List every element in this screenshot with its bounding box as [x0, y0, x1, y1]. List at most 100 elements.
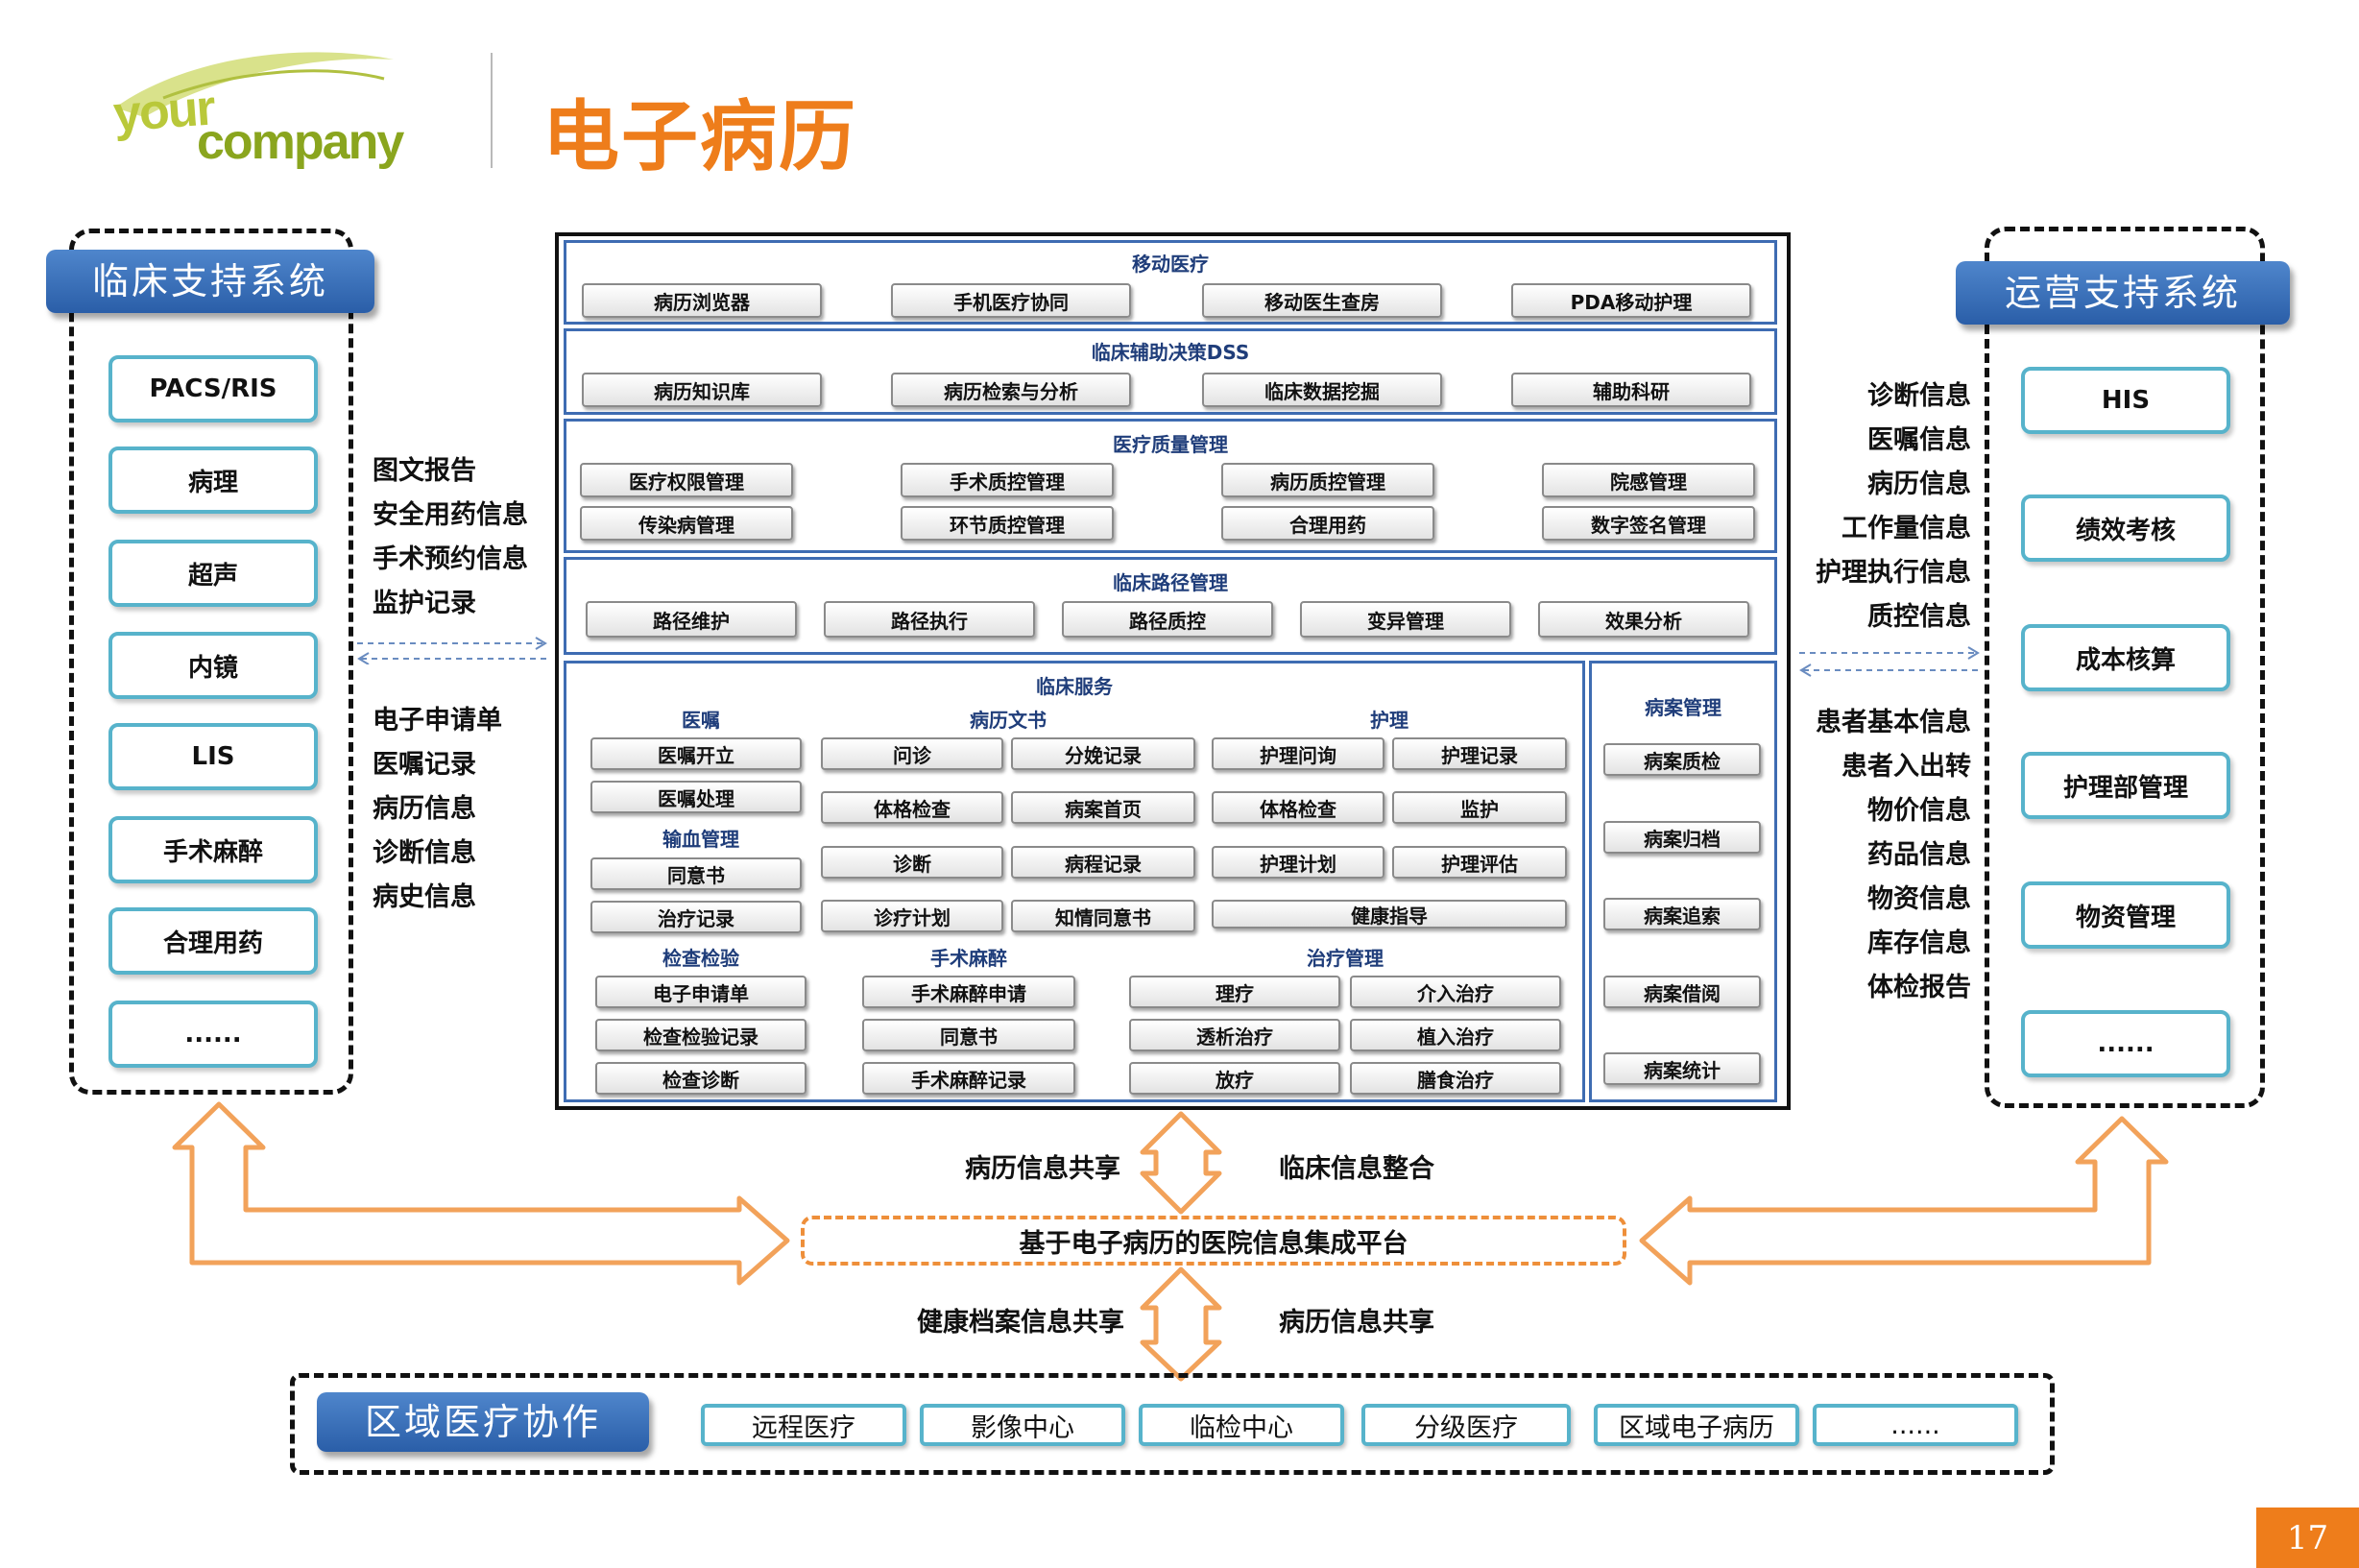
- right-item-his[interactable]: HIS: [2021, 367, 2230, 434]
- regional-collab-panel: [290, 1373, 2055, 1475]
- btn-front-page[interactable]: 病案首页: [1011, 791, 1195, 824]
- btn-interventional[interactable]: 介入治疗: [1350, 976, 1561, 1008]
- btn-treatment-record[interactable]: 治疗记录: [590, 901, 802, 933]
- btn-data-mining[interactable]: 临床数据挖掘: [1202, 373, 1442, 407]
- btn-exam-diagnosis[interactable]: 检查诊断: [595, 1062, 806, 1095]
- reg-item-imaging-center[interactable]: 影像中心: [920, 1404, 1125, 1446]
- clinical-support-title: 临床支持系统: [46, 250, 374, 313]
- right-label: 工作量信息: [1841, 514, 1971, 543]
- btn-dialysis[interactable]: 透析治疗: [1129, 1019, 1340, 1051]
- left-item-endoscopy[interactable]: 内镜: [108, 632, 318, 699]
- btn-nursing-inquiry[interactable]: 护理问询: [1212, 737, 1384, 770]
- btn-record-browser[interactable]: 病历浏览器: [582, 283, 822, 318]
- btn-order-process[interactable]: 医嘱处理: [590, 781, 802, 813]
- btn-implant[interactable]: 植入治疗: [1350, 1019, 1561, 1051]
- btn-record-inspection[interactable]: 病案质检: [1603, 743, 1761, 776]
- btn-health-guidance[interactable]: 健康指导: [1212, 900, 1567, 929]
- btn-e-application[interactable]: 电子申请单: [595, 976, 806, 1008]
- btn-record-statistics[interactable]: 病案统计: [1603, 1052, 1761, 1085]
- left-item-lis[interactable]: LIS: [108, 723, 318, 790]
- right-label: 体检报告: [1867, 973, 1971, 1002]
- btn-effect-analysis[interactable]: 效果分析: [1538, 601, 1749, 638]
- btn-physiotherapy[interactable]: 理疗: [1129, 976, 1340, 1008]
- right-item-nursing-management[interactable]: 护理部管理: [2021, 752, 2230, 819]
- btn-diet-therapy[interactable]: 膳食治疗: [1350, 1062, 1561, 1095]
- left-dashed-arrows: [357, 637, 551, 664]
- left-item-more[interactable]: ......: [108, 1001, 318, 1068]
- right-label: 医嘱信息: [1867, 425, 1971, 455]
- btn-monitoring[interactable]: 监护: [1392, 791, 1567, 824]
- right-item-cost-accounting[interactable]: 成本核算: [2021, 624, 2230, 691]
- btn-mobile-rounds[interactable]: 移动医生查房: [1202, 283, 1442, 318]
- left-item-pathology[interactable]: 病理: [108, 446, 318, 514]
- clinical-support-panel: [69, 229, 353, 1095]
- btn-nursing-plan[interactable]: 护理计划: [1212, 846, 1384, 879]
- btn-research[interactable]: 辅助科研: [1511, 373, 1751, 407]
- btn-surgery-request[interactable]: 手术麻醉申请: [862, 976, 1075, 1008]
- reg-item-lab-center[interactable]: 临检中心: [1139, 1404, 1344, 1446]
- btn-path-maintain[interactable]: 路径维护: [586, 601, 797, 638]
- section-clinical-services: 临床服务: [564, 661, 1585, 1102]
- btn-surgery-consent[interactable]: 同意书: [862, 1019, 1075, 1051]
- btn-path-qc[interactable]: 路径质控: [1062, 601, 1273, 638]
- btn-nursing-record[interactable]: 护理记录: [1392, 737, 1567, 770]
- right-label: 护理执行信息: [1816, 558, 1971, 588]
- btn-radiotherapy[interactable]: 放疗: [1129, 1062, 1340, 1095]
- left-label: 监护记录: [373, 589, 476, 618]
- reg-item-regional-emr[interactable]: 区域电子病历: [1594, 1404, 1799, 1446]
- btn-diagnosis[interactable]: 诊断: [821, 846, 1003, 879]
- reg-item-telemedicine[interactable]: 远程医疗: [701, 1404, 906, 1446]
- btn-nursing-assessment[interactable]: 护理评估: [1392, 846, 1567, 879]
- section-title: 病案管理: [1645, 696, 1721, 719]
- section-quality: 医疗质量管理: [564, 419, 1777, 553]
- left-label: 手术预约信息: [373, 544, 528, 574]
- right-item-more[interactable]: ......: [2021, 1010, 2230, 1077]
- btn-informed-consent[interactable]: 知情同意书: [1011, 900, 1195, 932]
- left-item-pacs-ris[interactable]: PACS/RIS: [108, 355, 318, 422]
- btn-treatment-plan[interactable]: 诊疗计划: [821, 900, 1003, 932]
- left-item-rational-drug[interactable]: 合理用药: [108, 907, 318, 975]
- left-item-ultrasound[interactable]: 超声: [108, 540, 318, 607]
- btn-pda-nursing[interactable]: PDA移动护理: [1511, 283, 1751, 318]
- subhead-nursing: 护理: [1370, 709, 1408, 732]
- btn-physical-exam[interactable]: 体格检查: [821, 791, 1003, 824]
- btn-consent-form[interactable]: 同意书: [590, 857, 802, 890]
- btn-record-borrow[interactable]: 病案借阅: [1603, 976, 1761, 1008]
- integration-platform: 基于电子病历的医院信息集成平台: [801, 1216, 1626, 1266]
- left-label: 病史信息: [373, 882, 476, 912]
- reg-item-more[interactable]: ......: [1813, 1404, 2018, 1446]
- btn-surgery-record[interactable]: 手术麻醉记录: [862, 1062, 1075, 1095]
- btn-digital-signature[interactable]: 数字签名管理: [1542, 506, 1755, 541]
- btn-order-create[interactable]: 医嘱开立: [590, 737, 802, 770]
- btn-record-qc[interactable]: 病历质控管理: [1221, 463, 1434, 497]
- section-mobile-medical: 移动医疗: [564, 240, 1777, 325]
- logo-text-company: company: [197, 114, 404, 170]
- right-item-materials[interactable]: 物资管理: [2021, 881, 2230, 949]
- btn-rational-drug[interactable]: 合理用药: [1221, 506, 1434, 541]
- lower-double-arrow: [1140, 1266, 1222, 1382]
- emr-main-frame: [555, 232, 1791, 1110]
- btn-delivery-record[interactable]: 分娩记录: [1011, 737, 1195, 770]
- btn-permission-mgmt[interactable]: 医疗权限管理: [580, 463, 793, 497]
- right-item-performance[interactable]: 绩效考核: [2021, 495, 2230, 562]
- btn-surgery-qc[interactable]: 手术质控管理: [901, 463, 1114, 497]
- btn-record-retrieve[interactable]: 病案追索: [1603, 898, 1761, 930]
- btn-nursing-physical-exam[interactable]: 体格检查: [1212, 791, 1384, 824]
- btn-mobile-collab[interactable]: 手机医疗协同: [891, 283, 1131, 318]
- btn-record-search[interactable]: 病历检索与分析: [891, 373, 1131, 407]
- btn-record-archive[interactable]: 病案归档: [1603, 821, 1761, 854]
- reg-item-tiered-care[interactable]: 分级医疗: [1361, 1404, 1571, 1446]
- btn-link-qc[interactable]: 环节质控管理: [901, 506, 1114, 541]
- btn-contagion-mgmt[interactable]: 传染病管理: [580, 506, 793, 541]
- btn-knowledge-base[interactable]: 病历知识库: [582, 373, 822, 407]
- right-label: 库存信息: [1867, 929, 1971, 958]
- btn-exam-record[interactable]: 检查检验记录: [595, 1019, 806, 1051]
- section-dss: 临床辅助决策DSS: [564, 328, 1777, 415]
- flow-label-record-sharing-lower: 病历信息共享: [1279, 1308, 1434, 1338]
- btn-variance-mgmt[interactable]: 变异管理: [1300, 601, 1511, 638]
- left-item-surgery-anesthesia[interactable]: 手术麻醉: [108, 816, 318, 883]
- btn-path-execute[interactable]: 路径执行: [824, 601, 1035, 638]
- btn-progress-note[interactable]: 病程记录: [1011, 846, 1195, 879]
- btn-inquiry[interactable]: 问诊: [821, 737, 1003, 770]
- btn-infection-mgmt[interactable]: 院感管理: [1542, 463, 1755, 497]
